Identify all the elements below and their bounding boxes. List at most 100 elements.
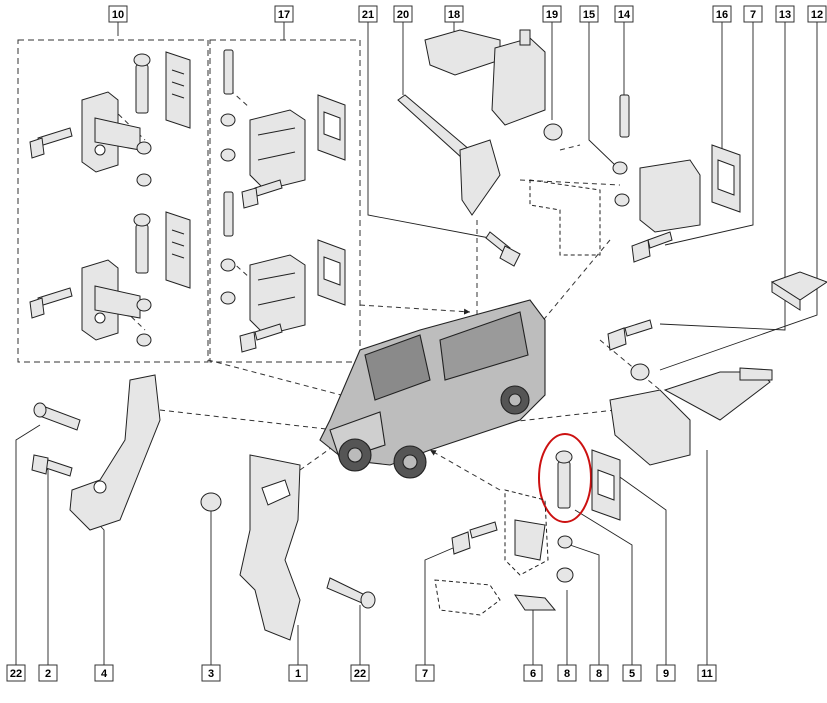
- svg-text:2: 2: [45, 668, 51, 680]
- svg-text:21: 21: [362, 9, 374, 21]
- plate-icon: [165, 211, 191, 289]
- callouts-bottom: 22 2 4 3 1 22 7 6 8 8 5 9 11: [6, 664, 717, 682]
- plate-icon: [317, 94, 346, 161]
- svg-text:12: 12: [811, 9, 823, 21]
- callout-label: 2: [38, 664, 58, 682]
- svg-text:7: 7: [422, 668, 428, 680]
- callout-label: 5: [622, 664, 642, 682]
- callout-label: 6: [523, 664, 543, 682]
- check-strap-icon: [397, 94, 501, 216]
- svg-text:22: 22: [10, 668, 22, 680]
- svg-text:16: 16: [716, 9, 728, 21]
- kit-10-parts: [29, 51, 191, 347]
- hinge-icon: [504, 489, 549, 576]
- bush-icon: [543, 123, 563, 141]
- upper-parts: [397, 29, 741, 267]
- svg-text:8: 8: [564, 668, 570, 680]
- callout-label: 19: [542, 5, 562, 23]
- svg-text:19: 19: [546, 9, 558, 21]
- kit-17-parts: [220, 49, 346, 353]
- bolt-icon: [29, 287, 73, 319]
- bolt-icon: [29, 127, 73, 159]
- bolt-icon: [33, 402, 81, 431]
- callout-label: 10: [108, 5, 128, 23]
- bush-icon: [220, 113, 236, 162]
- svg-text:18: 18: [448, 9, 460, 21]
- lower-left-parts: [31, 374, 376, 641]
- svg-text:20: 20: [397, 9, 409, 21]
- plate-icon: [317, 239, 346, 306]
- svg-text:17: 17: [278, 9, 290, 21]
- pin-icon: [133, 53, 151, 114]
- van-icon: [319, 299, 546, 479]
- callout-label: 7: [743, 5, 763, 23]
- callout-label: 22: [6, 664, 26, 682]
- bolt-icon: [31, 454, 73, 477]
- bolt-icon: [607, 319, 653, 351]
- callout-label: 9: [656, 664, 676, 682]
- pin-icon: [223, 191, 234, 237]
- callout-label: 22: [350, 664, 370, 682]
- hinge-icon: [81, 91, 141, 173]
- bush-icon: [200, 492, 222, 512]
- bolt-icon: [485, 231, 521, 267]
- callout-label: 3: [201, 664, 221, 682]
- pin-icon: [619, 94, 630, 138]
- bush-icon: [220, 258, 236, 305]
- svg-text:22: 22: [354, 668, 366, 680]
- svg-text:5: 5: [629, 668, 635, 680]
- callouts-top: 10 17 21 20 18 19 15 14 16 7 13 12: [108, 5, 827, 23]
- highlight-ring: [538, 433, 592, 523]
- pin-icon: [133, 213, 151, 274]
- hinge-icon: [239, 454, 301, 641]
- plate-icon: [770, 271, 827, 311]
- plate-icon: [711, 144, 741, 213]
- bush-icon: [136, 141, 152, 187]
- kit-frames: [17, 39, 361, 363]
- callout-label: 1: [288, 664, 308, 682]
- bush-icon: [630, 363, 650, 381]
- callout-label: 16: [712, 5, 732, 23]
- hinge-icon: [249, 254, 306, 336]
- callout-label: 11: [697, 664, 717, 682]
- bolt-icon: [631, 231, 673, 263]
- hinge-icon: [69, 374, 161, 531]
- svg-text:10: 10: [112, 9, 124, 21]
- svg-text:3: 3: [208, 668, 214, 680]
- roller-bracket-icon: [609, 367, 773, 466]
- callout-label: 15: [579, 5, 599, 23]
- lower-right-parts: [434, 433, 621, 616]
- bolt-icon: [326, 577, 376, 609]
- svg-text:8: 8: [596, 668, 602, 680]
- right-parts: [607, 271, 827, 466]
- callout-label: 20: [393, 5, 413, 23]
- bolt-icon: [451, 521, 498, 555]
- callout-label: 17: [274, 5, 294, 23]
- roller-bracket-icon: [424, 29, 546, 126]
- hinge-icon: [249, 109, 306, 191]
- callout-label: 8: [557, 664, 577, 682]
- callout-label: 7: [415, 664, 435, 682]
- svg-text:15: 15: [583, 9, 595, 21]
- plate-icon: [591, 449, 621, 521]
- pin-icon: [223, 49, 234, 95]
- svg-text:6: 6: [530, 668, 536, 680]
- kit-frame-17: [209, 39, 361, 363]
- bush-icon: [136, 298, 152, 347]
- callout-label: 13: [775, 5, 795, 23]
- pin-icon: [555, 450, 573, 509]
- roller-bracket-icon: [434, 579, 557, 616]
- bolt-icon: [239, 323, 283, 353]
- callout-label: 21: [358, 5, 378, 23]
- bush-icon: [612, 161, 630, 207]
- callout-label: 4: [94, 664, 114, 682]
- bush-icon: [556, 535, 574, 583]
- callout-label: 8: [589, 664, 609, 682]
- callout-label: 14: [614, 5, 634, 23]
- svg-text:4: 4: [101, 668, 108, 680]
- bolt-icon: [241, 179, 283, 209]
- svg-text:14: 14: [618, 9, 631, 21]
- hinge-icon: [529, 159, 701, 256]
- kit-frame-10: [17, 39, 209, 363]
